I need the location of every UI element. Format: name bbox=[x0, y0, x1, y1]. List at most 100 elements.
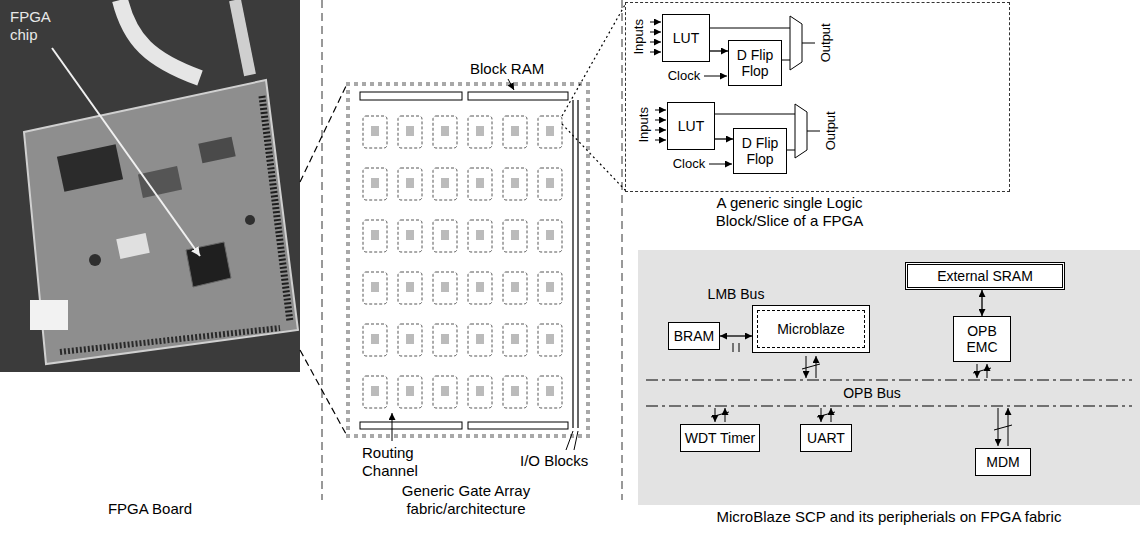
label-holder: LMB Bus bbox=[706, 286, 767, 303]
zoom-line bbox=[562, 3, 626, 116]
label-holder: Routing Channel bbox=[362, 444, 434, 480]
connector bbox=[715, 138, 733, 139]
input-wire bbox=[650, 52, 661, 53]
board-connector bbox=[57, 144, 123, 192]
power-cable bbox=[235, 0, 250, 75]
input-wire bbox=[655, 120, 666, 121]
input-wire bbox=[655, 110, 666, 111]
box-label: External SRAM bbox=[934, 268, 1036, 284]
input-wire bbox=[650, 42, 661, 43]
box-label: LUT bbox=[675, 118, 707, 134]
q-wire bbox=[787, 150, 795, 151]
flip-flop-box: D Flip Flop bbox=[728, 40, 782, 86]
block-ram-bar bbox=[468, 422, 568, 429]
bus-stub bbox=[998, 408, 999, 446]
signal-label: Output bbox=[823, 111, 839, 150]
block-ram-bar bbox=[360, 92, 462, 100]
lut-box: LUT bbox=[667, 102, 715, 150]
processor-box: Microblaze bbox=[752, 305, 870, 353]
figure-caption: Generic Gate Array fabric/architecture bbox=[366, 482, 566, 518]
input-wire bbox=[655, 130, 666, 131]
label-holder: Output bbox=[818, 23, 834, 62]
leader-line bbox=[52, 48, 200, 256]
input-wire bbox=[655, 140, 666, 141]
separator-line bbox=[322, 0, 323, 500]
signal-label: Output bbox=[818, 23, 834, 62]
box-label: LUT bbox=[670, 30, 702, 46]
figure-caption: MicroBlaze SCP and its peripherials on F… bbox=[638, 508, 1140, 526]
parallel-mark bbox=[733, 343, 739, 352]
bus-stub bbox=[816, 356, 817, 378]
output-wire bbox=[807, 131, 820, 132]
leader-line bbox=[574, 431, 578, 450]
board-logo bbox=[116, 233, 150, 259]
fpga-chip bbox=[186, 242, 231, 287]
part-label: I/O Blocks bbox=[520, 452, 588, 470]
separator-line bbox=[622, 0, 623, 500]
clock-wire bbox=[709, 164, 732, 165]
box-label: UART bbox=[804, 430, 848, 446]
label-holder: Clock bbox=[673, 156, 706, 172]
io-block-strip bbox=[346, 88, 354, 432]
bus-line bbox=[646, 379, 1132, 380]
bypass-wire bbox=[715, 114, 795, 115]
box-label: MDM bbox=[983, 454, 1022, 470]
bus-stub bbox=[715, 408, 716, 422]
usb-cable bbox=[120, 0, 200, 78]
figure-caption: FPGA Board bbox=[108, 500, 192, 518]
label-holder: FPGA Board bbox=[108, 500, 192, 518]
clock-wire bbox=[704, 76, 727, 77]
box-label: OPB EMC bbox=[954, 323, 1010, 355]
leader-line bbox=[508, 79, 514, 90]
signal-label: Inputs bbox=[631, 19, 647, 54]
connector bbox=[710, 50, 728, 51]
label-holder: I/O Blocks bbox=[520, 452, 588, 470]
connector bbox=[720, 335, 752, 336]
signal-label: Clock bbox=[668, 68, 701, 84]
box-label: Microblaze bbox=[774, 321, 848, 337]
controller-box: OPB EMC bbox=[953, 316, 1011, 362]
bus-label: LMB Bus bbox=[706, 286, 767, 303]
usb-port bbox=[30, 300, 68, 330]
io-line bbox=[577, 100, 578, 428]
figure-caption: A generic single Logic Block/Slice of a … bbox=[685, 194, 895, 230]
peripheral-box: MDM bbox=[975, 448, 1031, 476]
bus-stub bbox=[977, 364, 978, 378]
bus-stub bbox=[806, 356, 807, 378]
label-holder: Clock bbox=[668, 68, 701, 84]
box-label: D Flip Flop bbox=[734, 135, 786, 167]
label-holder: Generic Gate Array fabric/architecture bbox=[366, 482, 566, 518]
bus-stub bbox=[1008, 408, 1009, 446]
peripheral-box: UART bbox=[800, 424, 852, 452]
bus-stub bbox=[987, 364, 988, 378]
io-block-strip bbox=[346, 80, 590, 88]
memory-box: External SRAM bbox=[905, 262, 1065, 290]
leader-line bbox=[392, 413, 393, 441]
label-holder: Output bbox=[823, 111, 839, 150]
output-wire bbox=[802, 43, 815, 44]
logic-cell-grid bbox=[358, 108, 568, 420]
part-label: Routing Channel bbox=[362, 444, 434, 480]
signal-label: Clock bbox=[673, 156, 706, 172]
circuit-board bbox=[24, 80, 298, 364]
board-component bbox=[89, 254, 101, 266]
label-holder: Block RAM bbox=[470, 60, 544, 78]
flip-flop-box: D Flip Flop bbox=[733, 128, 787, 174]
bus-stub bbox=[831, 408, 832, 422]
bus-stub bbox=[725, 408, 726, 422]
box-label: BRAM bbox=[671, 328, 717, 344]
pin-header bbox=[60, 328, 280, 352]
mux-symbol bbox=[790, 16, 802, 70]
io-block-strip bbox=[582, 88, 590, 432]
bus-slash bbox=[711, 364, 1012, 430]
board-component bbox=[198, 137, 235, 164]
block-ram-bar bbox=[360, 422, 462, 429]
lut-box: LUT bbox=[662, 14, 710, 62]
zoom-line bbox=[562, 124, 626, 191]
bus-label: OPB Bus bbox=[843, 385, 901, 402]
bus-line bbox=[646, 405, 1132, 406]
leader-line bbox=[566, 431, 573, 450]
photo-background bbox=[0, 0, 300, 372]
mux-symbol bbox=[795, 104, 807, 158]
io-block-strip bbox=[346, 432, 590, 440]
